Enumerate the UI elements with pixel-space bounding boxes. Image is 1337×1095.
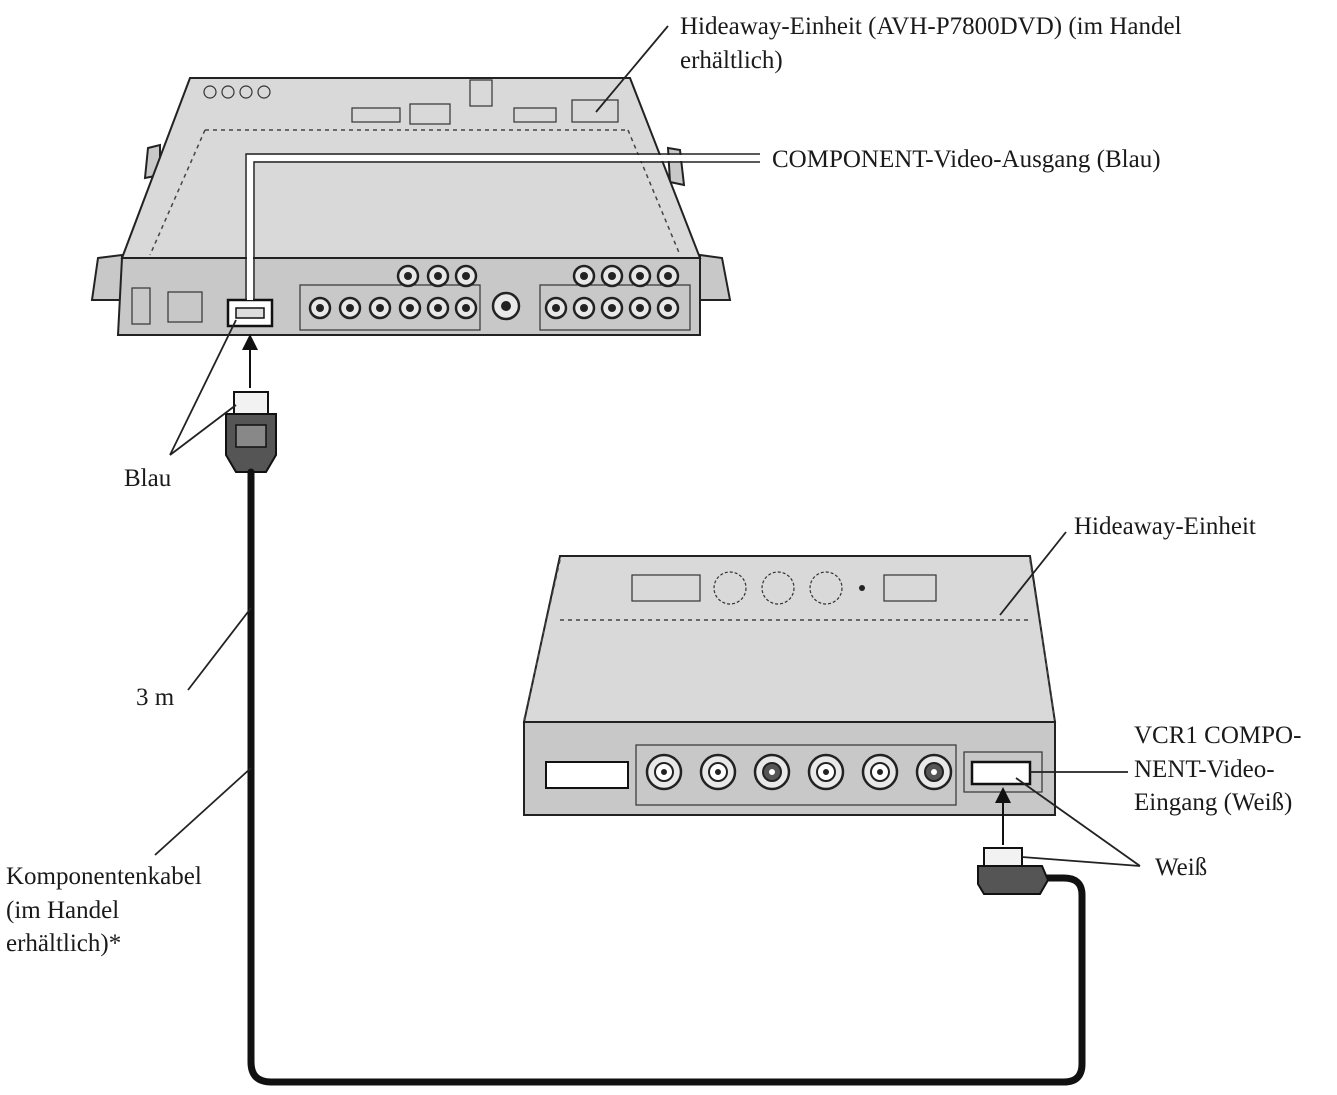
label-top-unit-line1: Hideaway-Einheit (AVH-P7800DVD) (im Hand… [680, 13, 1182, 40]
top-front-panel [131, 264, 691, 331]
bottom-hideaway-unit [522, 555, 1057, 816]
leader-bottom-unit [999, 531, 1067, 616]
top-hideaway-unit [90, 77, 732, 336]
label-vcr-line1: VCR1 COMPO- [1134, 722, 1301, 749]
label-cable-line1: Komponentenkabel [6, 863, 202, 890]
label-cable-line3: erhältlich)* [6, 930, 121, 957]
rca-jacks-group-2 [544, 264, 680, 320]
bottom-top-connectors [631, 571, 937, 605]
top-rear-connectors [203, 79, 619, 125]
label-bottom-unit: Hideaway-Einheit [1074, 513, 1256, 540]
label-cable-length: 3 m [136, 684, 175, 711]
label-top-unit-line2: erhältlich) [680, 47, 783, 74]
leader-blau-2 [169, 404, 237, 456]
label-vcr-line2: NENT-Video- [1134, 756, 1275, 783]
leader-component-output [247, 155, 760, 300]
leader-cable [154, 767, 252, 856]
label-cable-line2: (im Handel [6, 897, 119, 924]
vcr1-component-video-input-port [970, 760, 1032, 786]
label-blau: Blau [124, 465, 172, 492]
white-plug [977, 787, 1050, 895]
leader-weiss-2 [1021, 856, 1141, 867]
leader-length [187, 607, 252, 691]
blue-plug [225, 334, 277, 473]
leader-top-unit [595, 25, 669, 113]
label-weiss: Weiß [1155, 854, 1207, 881]
rca-jacks-group-1 [308, 264, 478, 320]
bottom-rca-jacks [645, 753, 953, 791]
leader-weiss-1 [1015, 777, 1141, 867]
leader-blau-1 [169, 319, 237, 456]
leader-component-output-edge [245, 153, 760, 300]
label-component-output: COMPONENT-Video-Ausgang (Blau) [772, 146, 1161, 173]
component-cable [247, 468, 1086, 1086]
label-vcr-line3: Eingang (Weiß) [1134, 789, 1292, 816]
